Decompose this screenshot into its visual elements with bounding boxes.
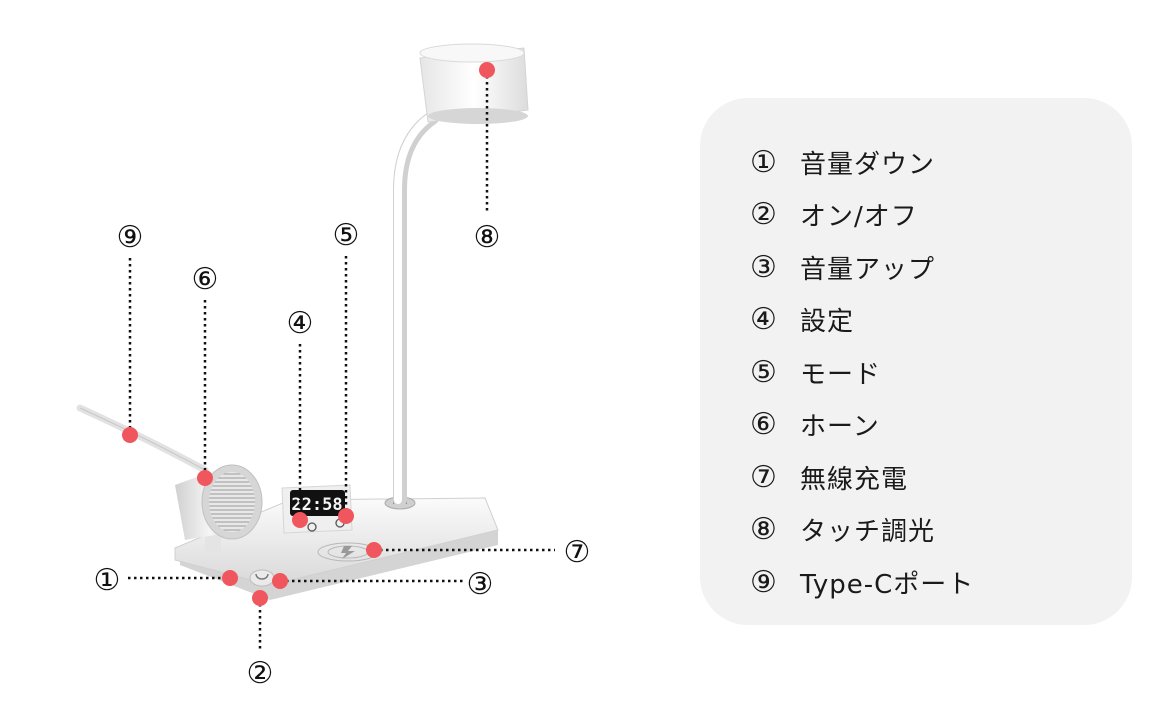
- leader-lines: [128, 70, 555, 650]
- callout-6: ⑥: [192, 262, 219, 297]
- callout-1: ①: [94, 563, 121, 598]
- callout-9: ⑨: [117, 220, 144, 255]
- legend-item: ⑤ モード: [750, 346, 1132, 399]
- marker-2: [252, 590, 268, 606]
- marker-4: [292, 512, 308, 528]
- marker-7: [366, 542, 382, 558]
- clock-icon: [307, 522, 317, 532]
- charge-bolt-icon: [341, 546, 355, 559]
- legend-label: ホーン: [800, 412, 880, 443]
- clock-unit: 22:58: [281, 484, 353, 534]
- legend-item: ② オン/オフ: [750, 189, 1132, 242]
- legend-label: オン/オフ: [800, 202, 918, 233]
- speaker-horn: [175, 464, 263, 552]
- callout-3: ③: [467, 567, 494, 602]
- markers: [122, 62, 495, 606]
- callout-8: ⑧: [474, 220, 501, 255]
- legend-number: ⑧: [750, 512, 777, 548]
- power-icon: [255, 573, 269, 580]
- legend-label: 音量アップ: [800, 254, 936, 285]
- legend-number: ⑥: [750, 407, 777, 443]
- legend-item: ⑨ Type‑Cポート: [750, 556, 1132, 609]
- legend-number: ⑦: [750, 459, 777, 495]
- callout-4: ④: [287, 306, 314, 341]
- callout-7: ⑦: [564, 535, 591, 570]
- marker-6: [197, 470, 213, 486]
- legend-panel: ① 音量ダウン ② オン/オフ ③ 音量アップ ④ 設定 ⑤ モード ⑥ ホーン…: [700, 98, 1132, 625]
- callout-numbers: ⑨ ⑥ ④ ⑤ ⑧ ⑦ ① ③ ②: [94, 218, 591, 691]
- marker-1: [222, 570, 238, 586]
- callout-5: ⑤: [333, 218, 360, 253]
- legend-list: ① 音量ダウン ② オン/オフ ③ 音量アップ ④ 設定 ⑤ モード ⑥ ホーン…: [750, 136, 1132, 609]
- clock-time: 22:58: [291, 495, 342, 515]
- legend-item: ④ 設定: [750, 294, 1132, 347]
- legend-label: モード: [800, 359, 882, 390]
- base-buttons: [249, 569, 275, 587]
- marker-9: [122, 427, 138, 443]
- legend-number: ③: [750, 249, 777, 285]
- legend-label: タッチ調光: [800, 517, 936, 548]
- legend-label: Type‑Cポート: [800, 569, 975, 600]
- legend-label: 音量ダウン: [800, 149, 936, 180]
- legend-label: 設定: [800, 307, 855, 338]
- lamp-head: [419, 43, 529, 124]
- legend-number: ①: [750, 144, 777, 180]
- legend-number: ⑤: [750, 354, 777, 390]
- usb-cable: [76, 404, 209, 474]
- marker-5: [338, 508, 354, 524]
- legend-item: ① 音量ダウン: [750, 136, 1132, 189]
- legend-item: ⑦ 無線充電: [750, 451, 1132, 504]
- marker-3: [272, 573, 288, 589]
- marker-8: [479, 62, 495, 78]
- legend-item: ⑥ ホーン: [750, 399, 1132, 452]
- legend-number: ④: [750, 302, 777, 338]
- callout-2: ②: [247, 656, 274, 691]
- clock-display: [290, 490, 345, 516]
- legend-item: ⑧ タッチ調光: [750, 504, 1132, 557]
- legend-label: 無線充電: [800, 464, 909, 495]
- legend-number: ⑨: [750, 564, 777, 600]
- legend-number: ②: [750, 197, 777, 233]
- lamp-arm: [384, 111, 439, 510]
- legend-item: ③ 音量アップ: [750, 241, 1132, 294]
